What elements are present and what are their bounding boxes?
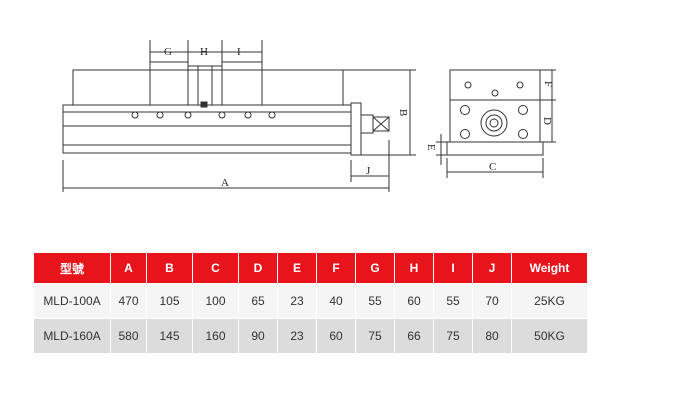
cell-b: 105 (146, 283, 193, 319)
technical-drawing: G H I A J B (62, 40, 556, 192)
dim-label-a: A (221, 177, 229, 189)
dim-label-j: J (366, 165, 371, 177)
cell-h: 60 (394, 283, 434, 319)
cell-a: 580 (110, 318, 147, 354)
spec-table: 型號 A B C D E F G H I J Weight MLD-100A 4… (33, 252, 588, 354)
cell-f: 60 (316, 318, 356, 354)
header-e: E (277, 252, 317, 284)
cell-i: 55 (433, 283, 473, 319)
cell-j: 70 (472, 283, 512, 319)
side-view: G H I A J B (62, 40, 416, 192)
cell-e: 23 (277, 318, 317, 354)
cell-model: MLD-160A (33, 318, 111, 354)
dim-label-f: F (542, 81, 554, 87)
header-f: F (316, 252, 356, 284)
header-j: J (472, 252, 512, 284)
cell-a: 470 (110, 283, 147, 319)
header-c: C (192, 252, 239, 284)
cell-g: 75 (355, 318, 395, 354)
table-header-row: 型號 A B C D E F G H I J Weight (33, 252, 588, 284)
cell-d: 90 (238, 318, 278, 354)
dim-label-h: H (200, 46, 208, 58)
dim-label-i: I (237, 46, 241, 58)
cell-d: 65 (238, 283, 278, 319)
cell-f: 40 (316, 283, 356, 319)
header-weight: Weight (511, 252, 588, 284)
table-row: MLD-160A 580 145 160 90 23 60 75 66 75 8… (33, 318, 588, 354)
cell-weight: 50KG (511, 318, 588, 354)
header-model: 型號 (33, 252, 111, 284)
dim-label-g: G (164, 46, 172, 58)
cell-j: 80 (472, 318, 512, 354)
cell-c: 100 (192, 283, 239, 319)
header-b: B (146, 252, 193, 284)
cell-e: 23 (277, 283, 317, 319)
end-view: C F D E (425, 69, 556, 178)
header-d: D (238, 252, 278, 284)
cell-b: 145 (146, 318, 193, 354)
header-a: A (110, 252, 147, 284)
cell-i: 75 (433, 318, 473, 354)
header-g: G (355, 252, 395, 284)
dim-label-b: B (397, 109, 409, 116)
header-i: I (433, 252, 473, 284)
dim-label-e: E (425, 144, 437, 151)
header-h: H (394, 252, 434, 284)
cell-c: 160 (192, 318, 239, 354)
cell-h: 66 (394, 318, 434, 354)
cell-model: MLD-100A (33, 283, 111, 319)
cell-g: 55 (355, 283, 395, 319)
dim-label-c: C (489, 161, 496, 173)
cell-weight: 25KG (511, 283, 588, 319)
table-row: MLD-100A 470 105 100 65 23 40 55 60 55 7… (33, 283, 588, 319)
dim-label-d: D (541, 117, 553, 125)
